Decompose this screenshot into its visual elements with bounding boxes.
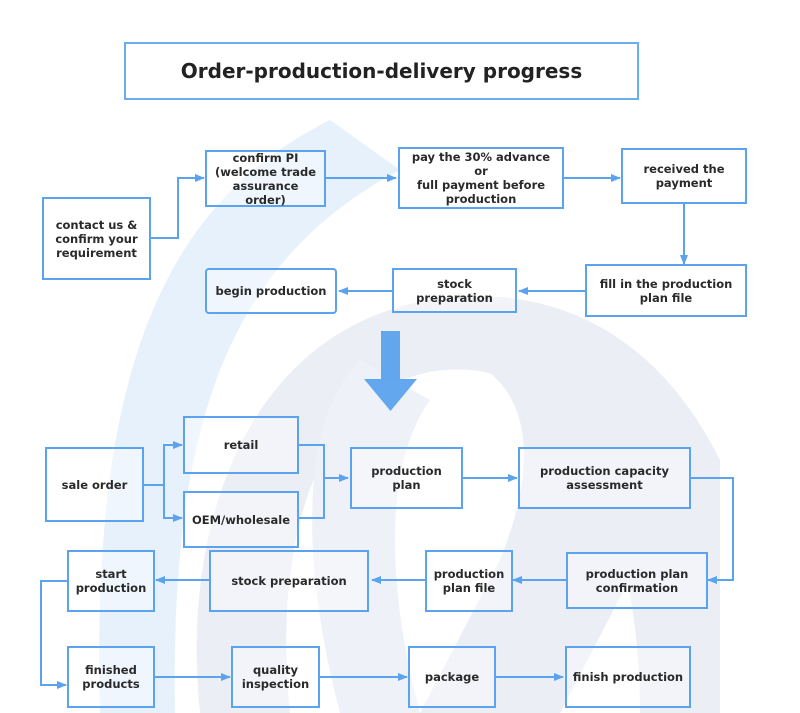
diagram-title: Order-production-delivery progress [124, 42, 639, 100]
node-retail: retail [183, 416, 299, 474]
node-production-plan: production plan [350, 447, 463, 509]
connector-retail-join [298, 444, 325, 519]
node-fill-plan-file: fill in the production plan file [585, 264, 747, 317]
node-begin-production: begin production [205, 268, 337, 314]
node-sale-order: sale order [45, 447, 144, 522]
node-oem-wholesale: OEM/wholesale [183, 491, 299, 548]
node-package: package [408, 646, 496, 708]
watermark-gray-band [420, 320, 668, 713]
node-stock-preparation: stock preparation [209, 550, 369, 612]
node-plan-file: production plan file [425, 550, 513, 612]
node-finish-production: finish production [565, 646, 691, 708]
node-plan-confirmation: production plan confirmation [566, 552, 708, 609]
node-finished-products: finished products [67, 646, 155, 708]
node-stock-preparation-top: stock preparation [392, 268, 517, 313]
connector-sale-to-oem [163, 485, 183, 522]
connector-start-to-finished [40, 580, 67, 689]
node-pay-advance: pay the 30% advance or full payment befo… [398, 147, 564, 209]
node-confirm-pi: confirm PI (welcome trade assurance orde… [205, 150, 326, 207]
watermark-light-arc [99, 120, 401, 713]
node-capacity-assessment: production capacity assessment [518, 447, 691, 509]
node-received-payment: received the payment [621, 148, 747, 204]
diagram-title-text: Order-production-delivery progress [180, 59, 583, 83]
connector-contact-to-pi [150, 174, 205, 239]
node-start-production: start production [67, 550, 155, 612]
node-quality-inspection: quality inspection [231, 646, 320, 708]
connector-capacity-to-confirm [690, 477, 734, 584]
connector-sale-to-retail [143, 441, 183, 486]
node-contact-us: contact us & confirm your requirement [42, 197, 151, 280]
arrow-down-icon [364, 331, 417, 411]
